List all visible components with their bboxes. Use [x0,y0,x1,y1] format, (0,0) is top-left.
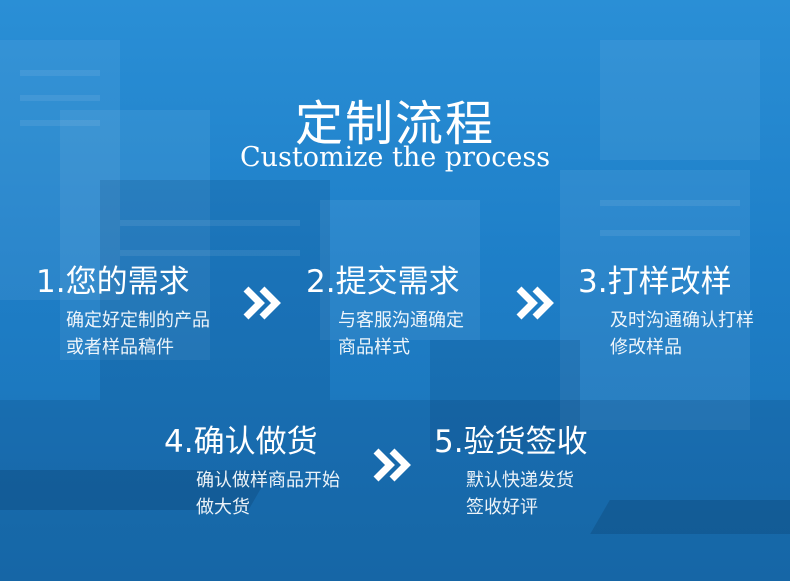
step-description: 确认做样商品开始 做大货 [196,467,340,521]
page-title: 定制流程 [294,96,495,152]
step-title: 2.提交需求 [306,264,460,300]
step-1: 1.您的需求 确定好定制的产品 或者样品稿件 [36,256,210,361]
step-desc-line: 修改样品 [610,337,682,358]
step-desc-line: 或者样品稿件 [66,337,174,358]
step-title: 1.您的需求 [36,264,190,300]
step-desc-line: 与客服沟通确定 [338,310,464,331]
step-title: 5.验货签收 [434,424,588,460]
double-chevron-right-icon [243,286,281,320]
step-description: 及时沟通确认打样 修改样品 [610,307,754,361]
step-5: 5.验货签收 默认快递发货 签收好评 [434,416,588,521]
step-description: 确定好定制的产品 或者样品稿件 [66,307,210,361]
step-desc-line: 确定好定制的产品 [66,310,210,331]
step-desc-line: 签收好评 [466,497,538,518]
page-subtitle: Customize the process [239,142,551,173]
step-2: 2.提交需求 与客服沟通确定 商品样式 [306,256,464,361]
step-4: 4.确认做货 确认做样商品开始 做大货 [164,416,340,521]
step-description: 默认快递发货 签收好评 [466,467,588,521]
step-desc-line: 做大货 [196,497,250,518]
step-desc-line: 默认快递发货 [466,470,574,491]
step-desc-line: 确认做样商品开始 [196,470,340,491]
double-chevron-right-icon [373,448,411,482]
step-3: 3.打样改样 及时沟通确认打样 修改样品 [578,256,754,361]
step-desc-line: 及时沟通确认打样 [610,310,754,331]
double-chevron-right-icon [516,286,554,320]
step-desc-line: 商品样式 [338,337,410,358]
step-description: 与客服沟通确定 商品样式 [338,307,464,361]
step-title: 3.打样改样 [578,264,732,300]
step-title: 4.确认做货 [164,424,318,460]
